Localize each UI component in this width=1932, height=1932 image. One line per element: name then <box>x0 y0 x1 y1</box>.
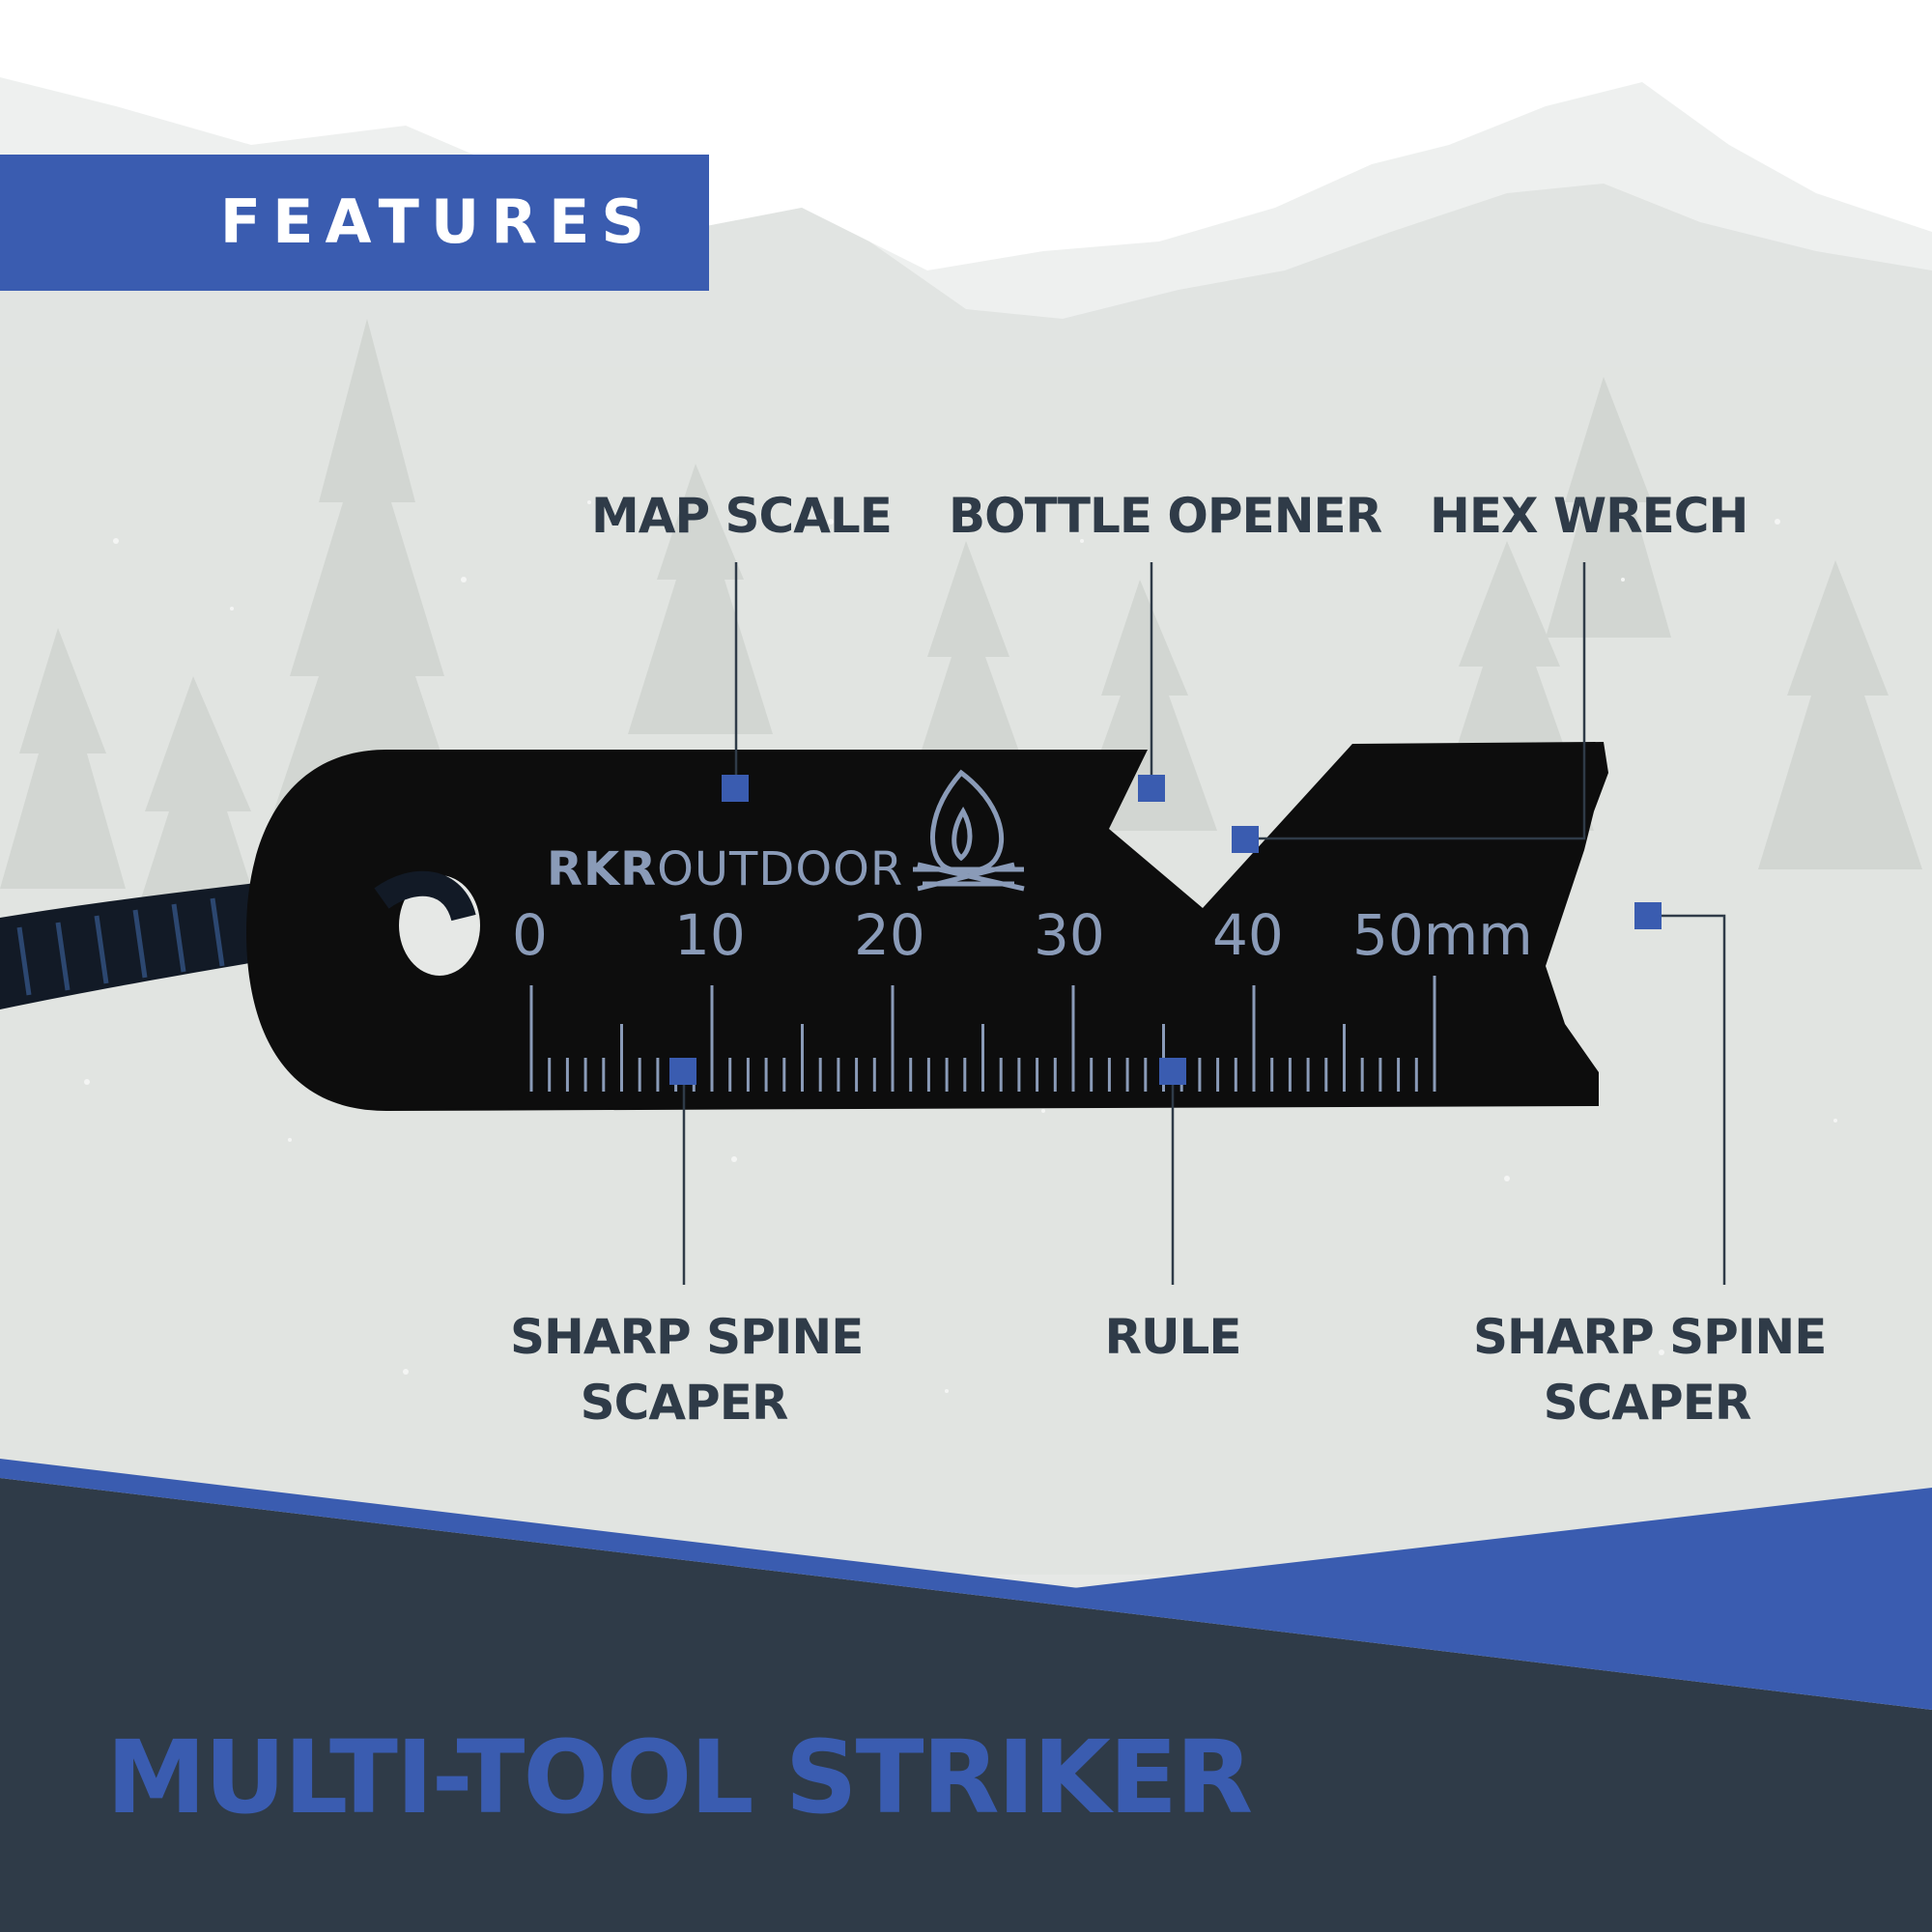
scale-number: 0 <box>512 902 548 968</box>
brand-logo-text: RKROUTDOOR <box>547 842 903 896</box>
spine-left-marker <box>669 1058 696 1085</box>
label-sharp-spine-left-line1: SHARP SPINE <box>510 1309 864 1365</box>
label-bottle-opener: BOTTLE OPENER <box>949 488 1382 544</box>
label-sharp-spine-left-line2: SCAPER <box>580 1375 789 1431</box>
scale-number: 40 <box>1212 902 1284 968</box>
label-rule: RULE <box>1104 1309 1241 1365</box>
bottle-opener-marker <box>1138 775 1165 802</box>
features-heading: FEATURES <box>219 186 656 257</box>
scale-number: 10 <box>674 902 746 968</box>
label-hex-wrench: HEX WRECH <box>1430 488 1748 544</box>
features-banner: FEATURES <box>0 155 709 291</box>
label-sharp-spine-right-line1: SHARP SPINE <box>1473 1309 1827 1365</box>
brand-light: OUTDOOR <box>657 842 904 896</box>
speckle-texture <box>84 499 1837 1393</box>
hex-wrench-marker <box>1232 826 1259 853</box>
label-sharp-spine-right: SHARP SPINE SCAPER <box>1473 1304 1827 1435</box>
map-scale-marker <box>722 775 749 802</box>
scale-number: 50mm <box>1352 902 1533 968</box>
footer-blue-wedge <box>1024 1488 1932 1705</box>
product-title: MULTI-TOOL STRIKER <box>106 1719 1253 1836</box>
label-map-scale: MAP SCALE <box>591 488 893 544</box>
label-sharp-spine-left: SHARP SPINE SCAPER <box>510 1304 864 1435</box>
rule-marker <box>1159 1058 1186 1085</box>
campfire-logo-icon <box>913 769 1025 892</box>
brand-bold: RKR <box>547 842 658 896</box>
label-sharp-spine-right-line2: SCAPER <box>1543 1375 1752 1431</box>
scale-number: 30 <box>1034 902 1105 968</box>
footer-dark-band <box>0 1478 1932 1932</box>
callout-lines <box>682 562 1726 1285</box>
striker-tool-body <box>246 742 1608 1111</box>
footer-blue-stripe <box>0 1459 1932 1710</box>
scale-number: 20 <box>854 902 925 968</box>
callout-markers <box>669 775 1662 1085</box>
spine-right-marker <box>1634 902 1662 929</box>
ruler-ticks <box>529 976 1436 1092</box>
